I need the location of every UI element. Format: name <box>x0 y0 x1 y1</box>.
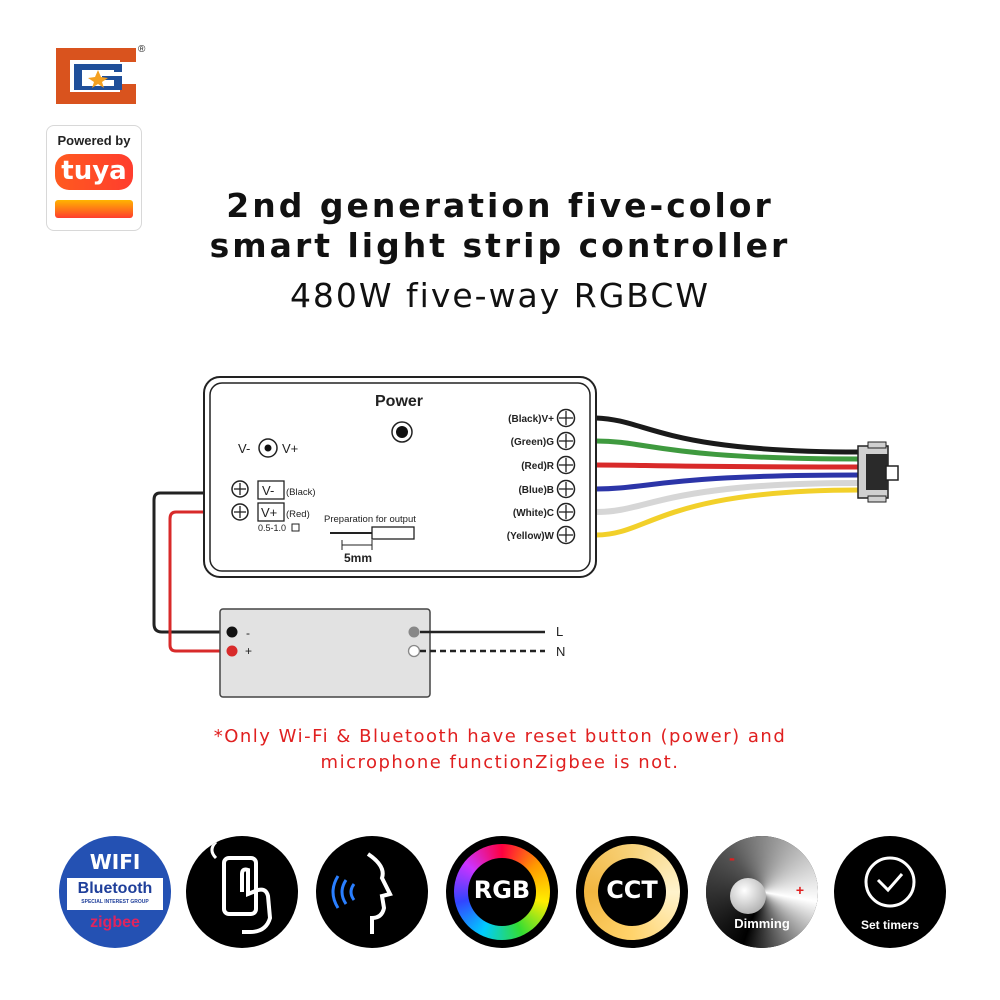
svg-text:V-: V- <box>262 483 274 498</box>
output-terminal: (White)C <box>513 502 576 522</box>
output-label: (White)C <box>513 508 554 519</box>
neutral-label: N <box>556 644 565 659</box>
power-label: Power <box>375 393 423 410</box>
registered-mark: ® <box>138 44 146 55</box>
dc-vplus-label: V+ <box>282 441 298 456</box>
title-line-3: 480W five-way RGBCW <box>289 276 711 315</box>
brand-logo: ® <box>50 40 150 112</box>
output-terminal: (Red)R <box>521 455 576 475</box>
svg-text:V+: V+ <box>261 505 277 520</box>
psu-minus-label: - <box>246 626 250 640</box>
connectivity-badge: WIFI Bluetooth SPECIAL INTEREST GROUP zi… <box>59 836 171 948</box>
output-connector <box>857 441 899 503</box>
timer-icon: Set timers <box>834 836 946 948</box>
svg-text:(Red): (Red) <box>286 509 310 520</box>
output-label: (Green)G <box>511 437 555 448</box>
dim-plus-label: + <box>795 882 805 898</box>
input-terminal-vminus: V- (Black) <box>231 480 316 500</box>
dc-vminus-label: V- <box>238 441 250 456</box>
dim-minus-label: - <box>729 848 735 868</box>
line-label: L <box>556 624 563 639</box>
tuya-color-bar <box>55 200 133 218</box>
wifi-label: WIFI <box>89 850 141 874</box>
cct-label: CCT <box>606 876 658 904</box>
output-terminal: (Black)V+ <box>508 408 576 428</box>
voice-control-icon <box>316 836 428 948</box>
svg-text:(Black): (Black) <box>286 487 316 498</box>
bluetooth-sub-label: SPECIAL INTEREST GROUP <box>81 899 149 905</box>
wire-gauge-label: 0.5-1.0 <box>258 523 286 533</box>
red-power-wire <box>168 510 232 653</box>
cct-icon: CCT <box>576 836 688 948</box>
powered-by-label: Powered by <box>57 133 131 148</box>
dimming-label: Dimming <box>734 916 790 931</box>
input-terminal-vplus: V+ (Red) <box>231 502 310 522</box>
power-supply: - + L N <box>219 608 565 698</box>
note-line-1: *Only Wi-Fi & Bluetooth have reset butto… <box>213 726 787 747</box>
output-terminal: (Yellow)W <box>507 525 576 545</box>
output-terminal: (Blue)B <box>518 479 576 499</box>
output-wires <box>595 415 861 538</box>
app-control-icon <box>186 836 298 948</box>
title-line-1: 2nd generation five-color <box>226 186 774 225</box>
note-line-2: microphone functionZigbee is not. <box>320 752 680 773</box>
output-label: (Blue)B <box>518 485 554 496</box>
output-terminal: (Green)G <box>511 431 576 451</box>
zigbee-label: zigbee <box>90 914 140 931</box>
tuya-logo: tuya <box>55 154 133 190</box>
output-terminals: (Black)V+ (Green)G (Red)R (Blue)B (White)C (Y… <box>507 408 576 545</box>
rgb-icon: RGB <box>446 836 558 948</box>
output-label: (Yellow)W <box>507 531 555 542</box>
controller-box: Power V- V+ V- (Black) V+ (Red) 0.5-1.0 … <box>203 376 597 578</box>
black-power-wire <box>152 491 232 634</box>
timers-label: Set timers <box>860 918 920 932</box>
psu-plus-label: + <box>245 644 252 658</box>
bluetooth-label: Bluetooth <box>77 880 153 897</box>
title-line-2: smart light strip controller <box>209 226 791 265</box>
output-label: (Red)R <box>521 461 555 472</box>
wiring-diagram: Power V- V+ V- (Black) V+ (Red) 0.5-1.0 … <box>152 376 899 698</box>
rgb-label: RGB <box>473 876 531 904</box>
output-label: (Black)V+ <box>508 414 554 425</box>
dimming-icon: - + Dimming <box>706 836 818 948</box>
strip-length-label: 5mm <box>344 551 372 565</box>
tuya-badge: Powered by tuya <box>46 125 142 231</box>
strip-prep-label: Preparation for output <box>324 514 416 525</box>
